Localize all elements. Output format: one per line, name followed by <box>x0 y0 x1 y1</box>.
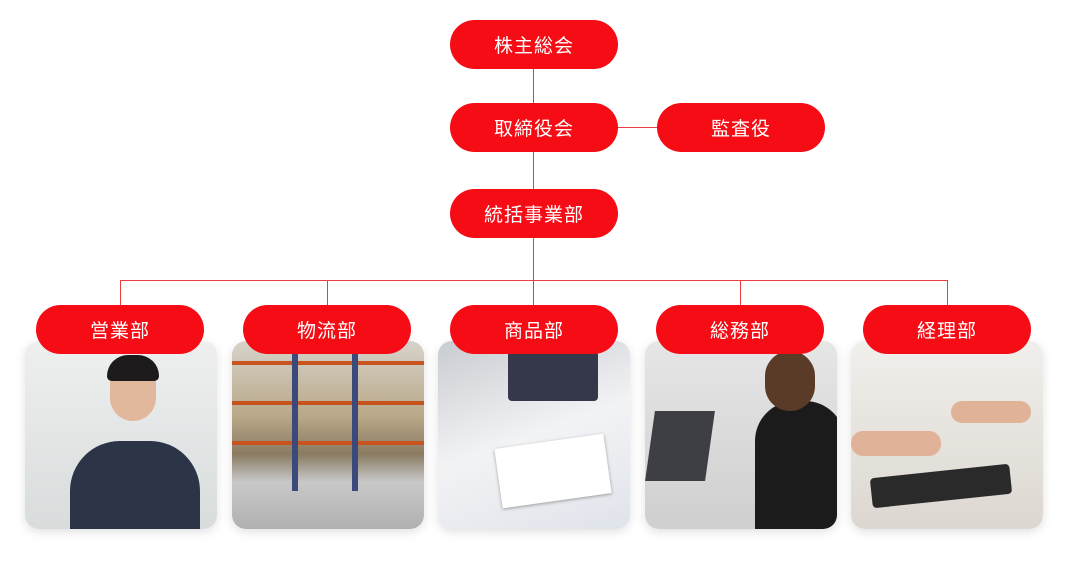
node-board: 取締役会 <box>450 103 618 152</box>
connector-line <box>533 60 534 280</box>
laptop-work-photo <box>645 341 837 529</box>
node-general-affairs: 総務部 <box>656 305 824 354</box>
node-merchandise: 商品部 <box>450 305 618 354</box>
connector-line <box>327 280 328 310</box>
connector-line <box>120 280 948 281</box>
node-auditor: 監査役 <box>657 103 825 152</box>
connector-line <box>740 280 741 310</box>
charts-meeting-photo <box>438 341 630 529</box>
node-accounting: 経理部 <box>863 305 1031 354</box>
connector-line <box>120 280 121 310</box>
connector-line <box>947 280 948 310</box>
businessman-photo <box>25 341 217 529</box>
connector-line <box>610 127 665 128</box>
node-shareholders: 株主総会 <box>450 20 618 69</box>
warehouse-photo <box>232 341 424 529</box>
node-logistics: 物流部 <box>243 305 411 354</box>
calculator-photo <box>851 341 1043 529</box>
connector-line <box>533 280 534 310</box>
node-sales: 営業部 <box>36 305 204 354</box>
node-integrated-division: 統括事業部 <box>450 189 618 238</box>
